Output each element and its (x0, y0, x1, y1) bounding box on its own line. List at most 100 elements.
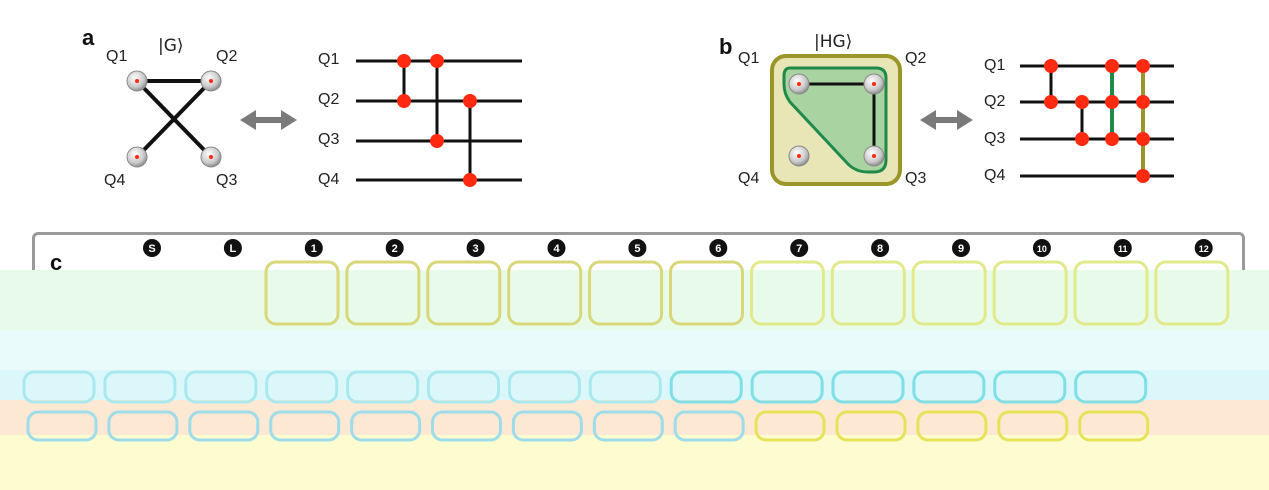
faded-step-box (588, 370, 662, 404)
panel-b-circuit-label-q3: Q3 (984, 130, 1006, 147)
panel-a-node-label-q1: Q1 (106, 48, 128, 65)
faded-step-box (107, 410, 179, 442)
panel-b-hyperedge-triangle (782, 66, 888, 174)
faded-step-box (265, 370, 339, 404)
panel-b-gates (1044, 59, 1150, 183)
step-badge-label: 1 (311, 243, 317, 255)
panel-a-graph-edges (135, 79, 213, 159)
step-badge-label: 2 (392, 243, 398, 255)
panel-a-circuit-label-q2: Q2 (318, 91, 340, 108)
faded-step-box (588, 260, 664, 326)
faded-step-box (992, 260, 1068, 326)
step-badge-label: 12 (1199, 244, 1209, 254)
step-badge-12: 12 (1194, 239, 1213, 257)
panel-a-circuit-label-q4: Q4 (318, 171, 340, 188)
glitch-band-5 (0, 435, 1269, 490)
faded-step-box (22, 370, 96, 404)
faded-step-box (507, 370, 581, 404)
step-badge-5: 5 (628, 239, 647, 257)
step-badge-label: 8 (877, 243, 883, 255)
faded-step-box (835, 410, 907, 442)
panel-a-state-label: |G⟩ (158, 36, 184, 56)
step-badge-label: 3 (473, 243, 479, 255)
faded-step-box (830, 260, 906, 326)
faded-step-box (1154, 260, 1230, 326)
step-badge-10: 10 (1032, 239, 1051, 257)
corrupted-region (0, 260, 1269, 490)
panel-a-node-label-q3: Q3 (216, 172, 238, 189)
step-badge-9: 9 (952, 239, 970, 257)
faded-step-box (673, 410, 745, 442)
faded-step-box (103, 370, 177, 404)
panels-ab-drawing (126, 54, 1174, 187)
panel-a-node-label-q2: Q2 (216, 48, 238, 65)
faded-step-box (1074, 370, 1148, 404)
step-badge-S: S (143, 239, 161, 257)
step-badge-label: 4 (553, 243, 560, 255)
panel-c-letter: c (50, 250, 63, 275)
faded-step-box (754, 410, 826, 442)
step-badge-label: L (230, 243, 237, 255)
faded-step-box (184, 370, 258, 404)
panel-b-equivalence-arrow (920, 110, 973, 130)
step-badge-L: L (223, 239, 242, 257)
panel-b-letter: b (719, 34, 733, 59)
step-badge-label: 5 (634, 243, 640, 255)
step-badge-label: S (148, 243, 155, 255)
faded-step-box (264, 260, 340, 326)
panel-a-letter: a (82, 25, 95, 50)
panel-a-circuit-label-q3: Q3 (318, 131, 340, 148)
panel-b-qubit-nodes (788, 73, 885, 167)
step-badge-3: 3 (466, 239, 485, 257)
step-badge-7: 7 (790, 239, 809, 257)
panel-a-node-label-q4: Q4 (104, 172, 126, 189)
faded-step-box (1078, 410, 1150, 442)
panel-b-node-label-q3: Q3 (905, 170, 927, 187)
faded-step-box (749, 260, 825, 326)
step-badge-label: 9 (958, 243, 964, 255)
faded-step-box (427, 370, 500, 404)
panel-b-circuit-label-q4: Q4 (984, 167, 1006, 184)
faded-step-box (1073, 260, 1149, 326)
faded-step-box (669, 370, 743, 404)
step-badge-label: 7 (796, 243, 802, 255)
step-badge-2: 2 (385, 239, 404, 257)
faded-step-box (912, 370, 986, 404)
panel-b-node-label-q1: Q1 (738, 50, 760, 67)
faded-step-box (188, 410, 260, 442)
faded-step-box (426, 260, 502, 326)
faded-step-box (511, 410, 583, 442)
faded-step-box (592, 410, 664, 442)
step-badge-label: 6 (715, 243, 721, 255)
step-badge-6: 6 (709, 239, 728, 257)
faded-step-box (669, 260, 744, 326)
faded-step-box (431, 410, 502, 442)
panel-a-qubit-nodes (126, 70, 222, 168)
glitch-band-1 (0, 270, 1269, 330)
panel-b-state-label: |HG⟩ (814, 32, 853, 52)
faded-step-box (350, 410, 422, 442)
step-badge-1: 1 (304, 239, 323, 257)
faded-step-box (911, 260, 987, 326)
panel-b-circuit-label-q2: Q2 (984, 93, 1006, 110)
glitch-band-2 (0, 330, 1269, 370)
panel-a-equivalence-arrow (240, 110, 297, 130)
step-badge-8: 8 (871, 239, 890, 257)
faded-step-box (750, 370, 824, 404)
glitch-band-4 (0, 400, 1269, 435)
faded-step-box (269, 410, 341, 442)
step-badge-label: 10 (1037, 244, 1047, 254)
faded-step-box (507, 260, 583, 326)
step-badge-11: 11 (1113, 239, 1132, 257)
step-badge-label: 11 (1118, 244, 1128, 254)
panel-a-cz-gates (397, 54, 477, 187)
panel-a-circuit-label-q1: Q1 (318, 51, 340, 68)
faded-step-box (345, 260, 421, 326)
faded-step-box (831, 370, 905, 404)
faded-step-box (997, 410, 1069, 442)
panel-b-circuit-label-q1: Q1 (984, 57, 1006, 74)
panel-b-node-label-q2: Q2 (905, 50, 927, 67)
glitch-band-3 (0, 370, 1269, 400)
